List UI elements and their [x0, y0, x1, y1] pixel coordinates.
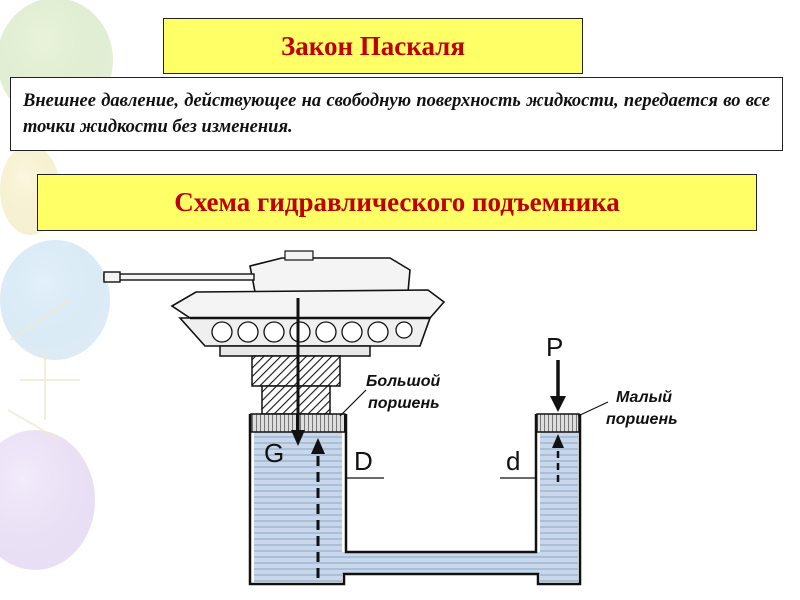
sparkle-rays	[7, 299, 80, 441]
definition-text: Внешнее давление, действующее на свободн…	[23, 91, 770, 137]
weight-arrow-head	[291, 430, 305, 446]
pressure-arrow-small-head	[552, 434, 564, 448]
label-P: P	[546, 332, 563, 362]
small-piston-head	[536, 413, 580, 433]
tank-gun	[103, 273, 255, 281]
large-piston-rod-upper	[251, 355, 341, 387]
hydraulic-lift-diagram: P G D d Большой поршень Малый поршень	[103, 250, 678, 586]
definition-box: Внешнее давление, действующее на свободн…	[10, 77, 783, 151]
tank-wheels	[211, 321, 413, 343]
label-D: D	[354, 446, 373, 476]
title-banner: Закон Паскаля	[163, 18, 583, 74]
scheme-title: Схема гидравлического подъемника	[174, 187, 620, 217]
tank-graphic	[103, 250, 446, 347]
vessel-walls	[248, 414, 582, 586]
large-piston-leader	[339, 389, 367, 417]
tank-gun-muzzle	[103, 271, 121, 283]
vessel-liquid	[254, 432, 578, 582]
force-arrow-head	[550, 396, 566, 412]
label-G: G	[264, 438, 284, 468]
label-d: d	[506, 446, 520, 476]
small-piston-label-1: Малый	[616, 389, 672, 406]
tank-hull	[170, 289, 446, 319]
balloon-violet	[0, 430, 95, 570]
lift-platform	[219, 345, 371, 357]
small-piston-leader	[577, 401, 609, 417]
balloon-blue	[0, 240, 110, 360]
page-title: Закон Паскаля	[281, 30, 465, 61]
tank-hatch	[284, 250, 314, 261]
big-piston-label-1: Большой	[366, 373, 441, 390]
scheme-banner: Схема гидравлического подъемника	[37, 174, 757, 231]
tank-turret	[249, 257, 411, 293]
small-piston-label-2: поршень	[606, 411, 678, 428]
pressure-arrow-large-head	[311, 438, 325, 454]
large-piston-rod-lower	[261, 385, 331, 415]
big-piston-label-2: поршень	[368, 395, 440, 412]
